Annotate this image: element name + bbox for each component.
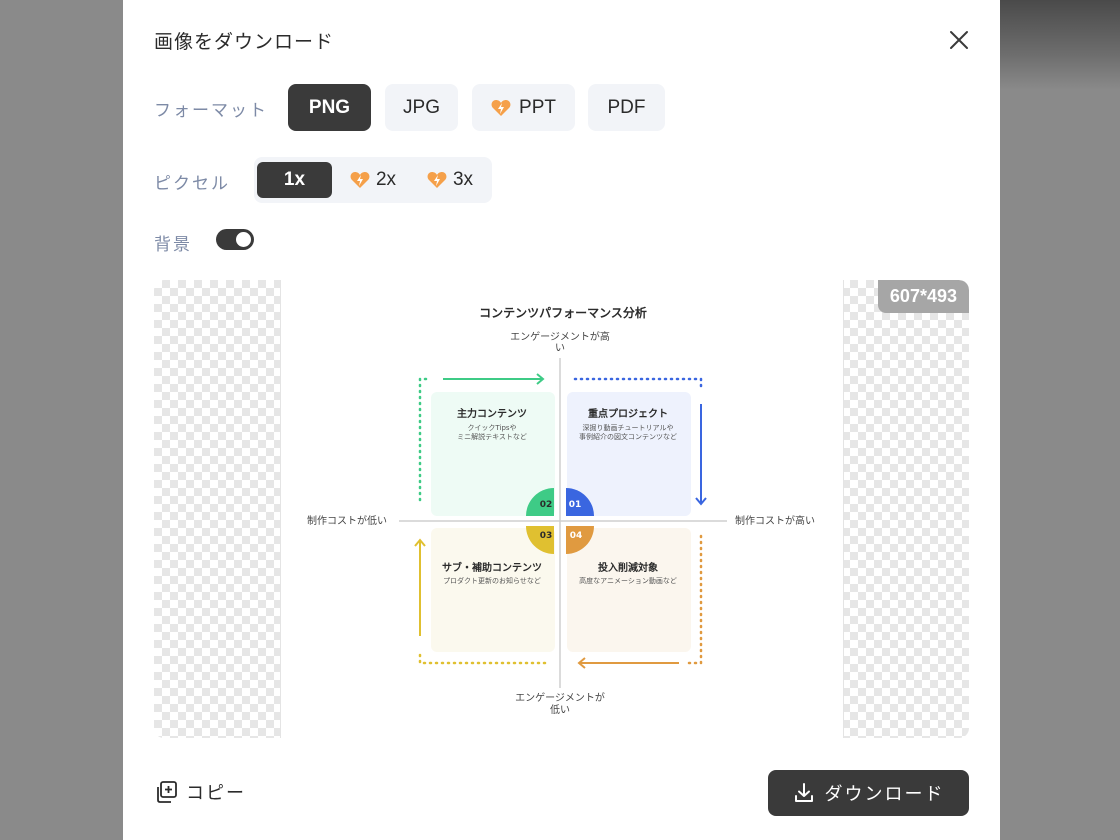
- quadrant-title-02: 主力コンテンツ: [457, 407, 527, 420]
- quadrant-diagram: コンテンツパフォーマンス分析 エンゲージメントが高 い エンゲージメントが 低い…: [307, 305, 815, 716]
- preview-image: コンテンツパフォーマンス分析 エンゲージメントが高 い エンゲージメントが 低い…: [280, 280, 844, 738]
- pixel-3x-button[interactable]: 3x: [415, 162, 485, 198]
- axis-top-label-2: い: [555, 343, 565, 354]
- quadrant-badge-02: [526, 488, 554, 516]
- copy-label: コピー: [186, 783, 246, 804]
- premium-heart-icon: [491, 99, 511, 116]
- quadrant-box-02: [431, 392, 555, 516]
- copy-icon: [157, 781, 177, 803]
- download-label: ダウンロード: [824, 784, 945, 805]
- dotted-border-03: [418, 648, 547, 665]
- premium-heart-icon: [427, 172, 447, 188]
- quadrant-number-02: 02: [540, 500, 553, 510]
- axis-bottom-label-1: エンゲージメントが: [515, 691, 605, 704]
- quadrant-title-03: サブ・補助コンテンツ: [442, 561, 542, 574]
- arrow-left-icon: [577, 657, 679, 669]
- image-preview: コンテンツパフォーマンス分析 エンゲージメントが高 い エンゲージメントが 低い…: [154, 280, 969, 738]
- format-pdf-label: PDF: [607, 96, 646, 118]
- quadrant-box-03: [431, 528, 555, 652]
- quadrant-box-01: [567, 392, 691, 516]
- quadrant-desc-03-1: プロダクト更新のお知らせなど: [443, 576, 541, 585]
- toggle-knob: [236, 232, 251, 247]
- quadrant-desc-02-2: ミニ解説テキストなど: [457, 432, 527, 441]
- format-jpg-button[interactable]: JPG: [385, 84, 458, 131]
- quadrant-desc-01-2: 事例紹介の図文コンテンツなど: [579, 432, 677, 441]
- pixel-label: ピクセル: [154, 174, 230, 194]
- axis-bottom-label-2: 低い: [550, 703, 570, 716]
- download-icon: [794, 783, 813, 802]
- quadrant-badge-01: [566, 488, 594, 516]
- dotted-border-04: [684, 534, 703, 665]
- pixel-1x-label: 1x: [283, 169, 306, 190]
- format-ppt-button[interactable]: PPT: [472, 84, 575, 131]
- pixel-3x-label: 3x: [452, 169, 474, 190]
- background-toggle[interactable]: [216, 229, 254, 250]
- quadrant-desc-04-1: 高度なアニメーション動画など: [579, 576, 677, 585]
- quadrant-desc-02-1: クイックTipsや: [467, 424, 516, 432]
- close-button[interactable]: [947, 28, 971, 52]
- dialog-title: 画像をダウンロード: [154, 31, 335, 53]
- axis-top-label-1: エンゲージメントが高: [510, 330, 610, 343]
- quadrant-box-04: [567, 528, 691, 652]
- quadrant-desc-01-1: 深掘り動画チュートリアルや: [583, 423, 674, 432]
- arrow-down-icon: [695, 404, 707, 506]
- quadrant-number-04: 04: [570, 531, 583, 541]
- pixel-selector: 1x 2x 3x: [254, 157, 492, 203]
- quadrant-title-04: 投入削減対象: [598, 561, 658, 574]
- quadrant-badge-04: [566, 526, 594, 554]
- format-jpg-label: JPG: [403, 96, 440, 118]
- download-image-dialog: 画像をダウンロード フォーマット PNG JPG PPT PDF ピクセル 1x: [123, 0, 1000, 840]
- modal-backdrop-shadow: [1000, 0, 1120, 90]
- copy-button[interactable]: コピー: [154, 779, 246, 805]
- close-icon: [950, 31, 968, 49]
- pixel-2x-button[interactable]: 2x: [338, 162, 408, 198]
- image-size-badge: 607*493: [877, 280, 969, 313]
- diagram-title: コンテンツパフォーマンス分析: [479, 305, 647, 320]
- quadrant-number-01: 01: [569, 500, 582, 510]
- arrow-up-icon: [414, 538, 426, 636]
- premium-heart-icon: [350, 172, 370, 188]
- format-png-label: PNG: [308, 96, 351, 118]
- quadrant-badge-03: [526, 526, 554, 554]
- format-ppt-label: PPT: [519, 96, 556, 118]
- dotted-border-01: [573, 377, 703, 392]
- pixel-1x-button[interactable]: 1x: [257, 162, 332, 198]
- dotted-border-02: [418, 377, 433, 502]
- arrow-right-icon: [443, 373, 545, 385]
- download-button[interactable]: ダウンロード: [768, 770, 969, 816]
- format-label: フォーマット: [154, 101, 268, 121]
- format-png-button[interactable]: PNG: [288, 84, 371, 131]
- quadrant-number-03: 03: [540, 531, 553, 541]
- pixel-2x-label: 2x: [375, 169, 397, 190]
- axis-left-label: 制作コストが低い: [307, 514, 387, 527]
- quadrant-title-01: 重点プロジェクト: [588, 407, 668, 420]
- background-label: 背景: [154, 235, 192, 255]
- format-pdf-button[interactable]: PDF: [588, 84, 665, 131]
- axis-right-label: 制作コストが高い: [735, 514, 815, 527]
